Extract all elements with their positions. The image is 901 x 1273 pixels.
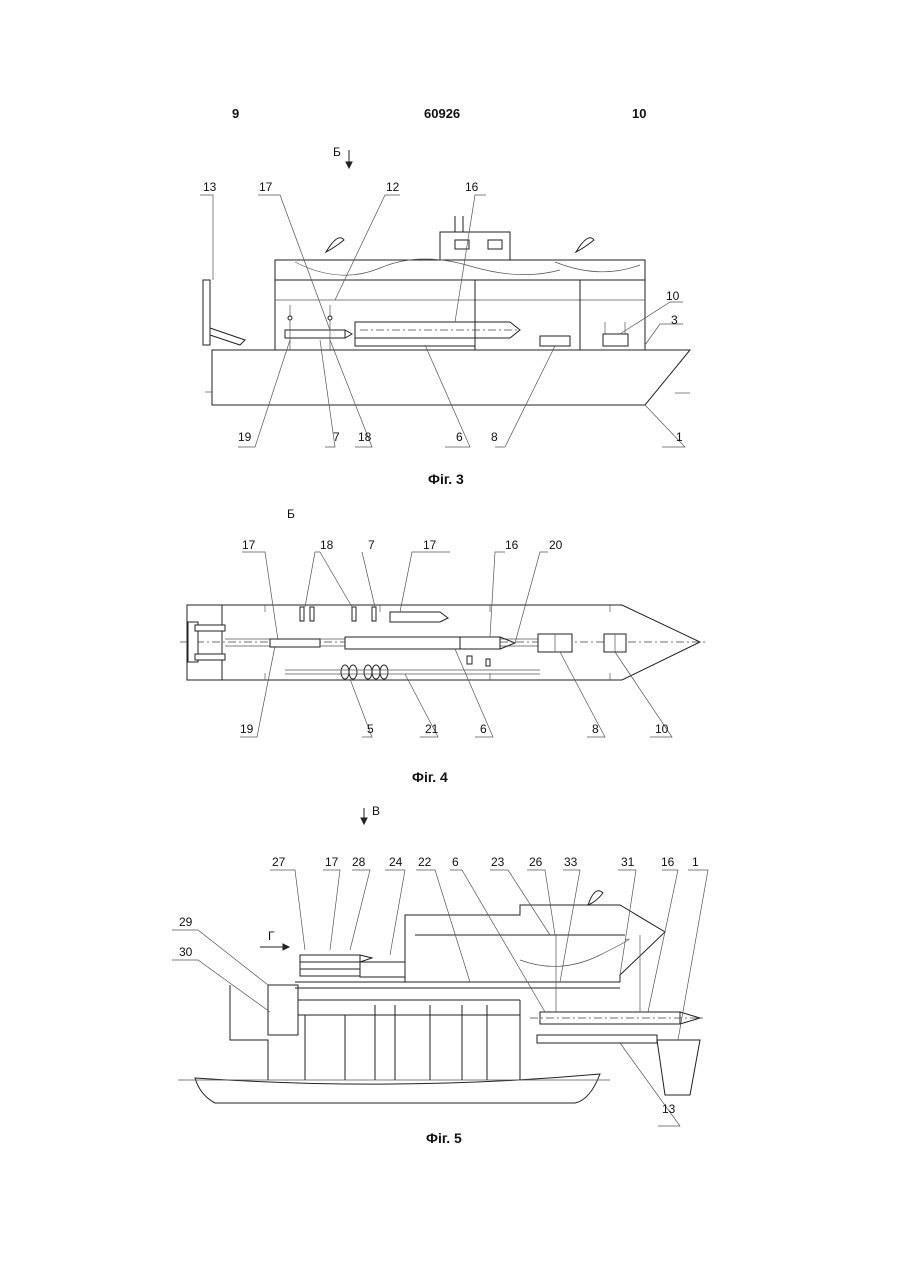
fig4-label-8: 8 <box>592 722 599 736</box>
fig5-label-28: 28 <box>352 855 366 869</box>
fig4-label-16: 16 <box>505 538 519 552</box>
fig5-label-26: 26 <box>529 855 543 869</box>
fig5-caption: Фіг. 5 <box>426 1130 462 1146</box>
fig3-label-19: 19 <box>238 430 252 444</box>
fig4-label-5: 5 <box>367 722 374 736</box>
fig5-label-23: 23 <box>491 855 505 869</box>
fig3-label-10: 10 <box>666 289 680 303</box>
fig4-view-marker: Б <box>287 507 295 521</box>
fig4-label-18: 18 <box>320 538 334 552</box>
figure-5-drawing: В Г <box>172 804 708 1126</box>
fig3-label-7: 7 <box>333 430 340 444</box>
fig3-label-17: 17 <box>259 180 273 194</box>
fig5-label-17: 17 <box>325 855 339 869</box>
fig5-label-13: 13 <box>662 1102 676 1116</box>
fig4-label-21: 21 <box>425 722 439 736</box>
fig3-label-1: 1 <box>676 430 683 444</box>
fig5-label-27: 27 <box>272 855 286 869</box>
fig3-caption: Фіг. 3 <box>428 471 464 487</box>
fig4-label-17a: 17 <box>242 538 256 552</box>
fig5-label-6: 6 <box>452 855 459 869</box>
fig5-label-1: 1 <box>692 855 699 869</box>
fig5-barge-hull <box>195 1074 600 1103</box>
fig5-label-30: 30 <box>179 945 193 959</box>
fig3-arrow-head <box>346 162 352 168</box>
fig5-side-marker: Г <box>268 929 275 943</box>
figure-3-drawing: Б <box>200 145 690 447</box>
fig5-label-29: 29 <box>179 915 193 929</box>
fig3-label-6: 6 <box>456 430 463 444</box>
fig5-label-16: 16 <box>661 855 675 869</box>
fig4-label-17b: 17 <box>423 538 437 552</box>
fig3-view-marker: Б <box>333 145 341 159</box>
fig4-label-20: 20 <box>549 538 563 552</box>
fig3-label-8: 8 <box>491 430 498 444</box>
fig3-label-3: 3 <box>671 313 678 327</box>
fig4-caption: Фіг. 4 <box>412 769 448 785</box>
fig4-label-7: 7 <box>368 538 375 552</box>
fig3-label-12: 12 <box>386 180 400 194</box>
fig4-label-19: 19 <box>240 722 254 736</box>
fig5-label-33: 33 <box>564 855 578 869</box>
fig3-label-18: 18 <box>358 430 372 444</box>
fig5-label-31: 31 <box>621 855 635 869</box>
fig4-label-10: 10 <box>655 722 669 736</box>
fig4-label-6: 6 <box>480 722 487 736</box>
fig3-label-13: 13 <box>203 180 217 194</box>
fig3-label-16: 16 <box>465 180 479 194</box>
figure-4-drawing: Б <box>180 507 705 737</box>
fig5-view-marker: В <box>372 804 380 818</box>
fig5-label-24: 24 <box>389 855 403 869</box>
fig5-label-22: 22 <box>418 855 432 869</box>
